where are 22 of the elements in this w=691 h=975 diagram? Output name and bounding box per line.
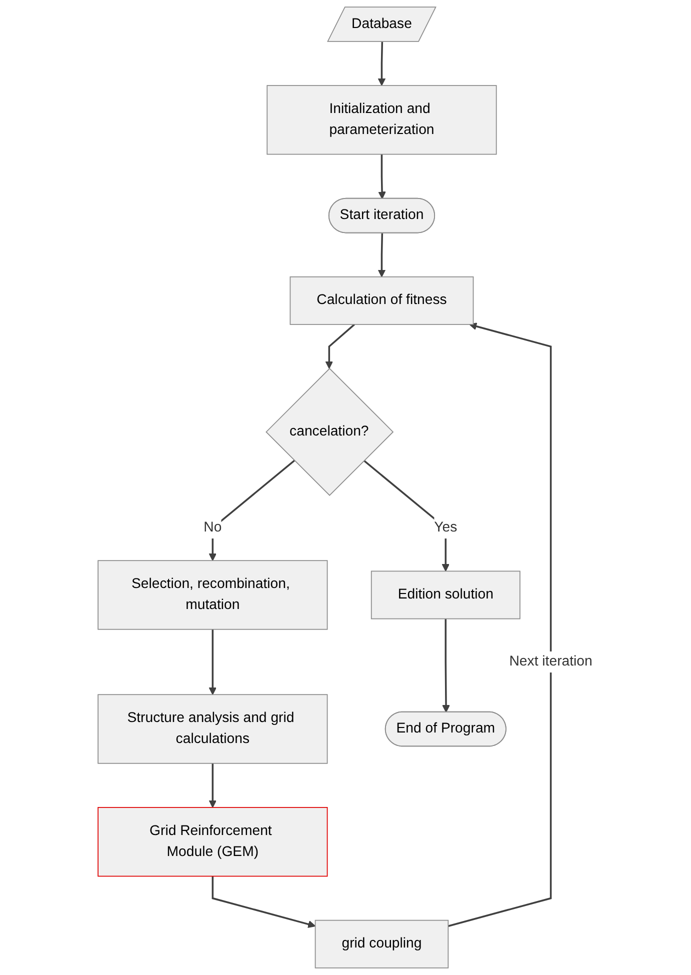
arrow (209, 763, 217, 808)
arrow (326, 324, 356, 369)
node-box: Initialization and parameterization (266, 85, 498, 155)
arrow (442, 618, 450, 713)
node-box: Selection, recombination, mutation (98, 560, 328, 630)
arrow (209, 460, 296, 561)
node-box: Edition solution (371, 570, 521, 620)
node-diamond: cancelation? (266, 368, 394, 496)
arrow (378, 233, 386, 278)
arrow (378, 42, 386, 86)
edge-label: Next iteration (510, 654, 593, 670)
arrow (364, 460, 450, 572)
edge-label: Yes (434, 520, 458, 536)
node-box: Calculation of fitness (290, 276, 474, 325)
node-box: Structure analysis and grid calculations (98, 694, 328, 764)
arrow (212, 876, 316, 928)
arrow (209, 629, 217, 695)
edge-label: No (204, 520, 222, 536)
node-box: grid coupling (315, 920, 449, 968)
node-box: Grid Reinforcement Module (GEM) (98, 807, 328, 877)
arrow (378, 154, 386, 200)
arrow (448, 322, 552, 927)
